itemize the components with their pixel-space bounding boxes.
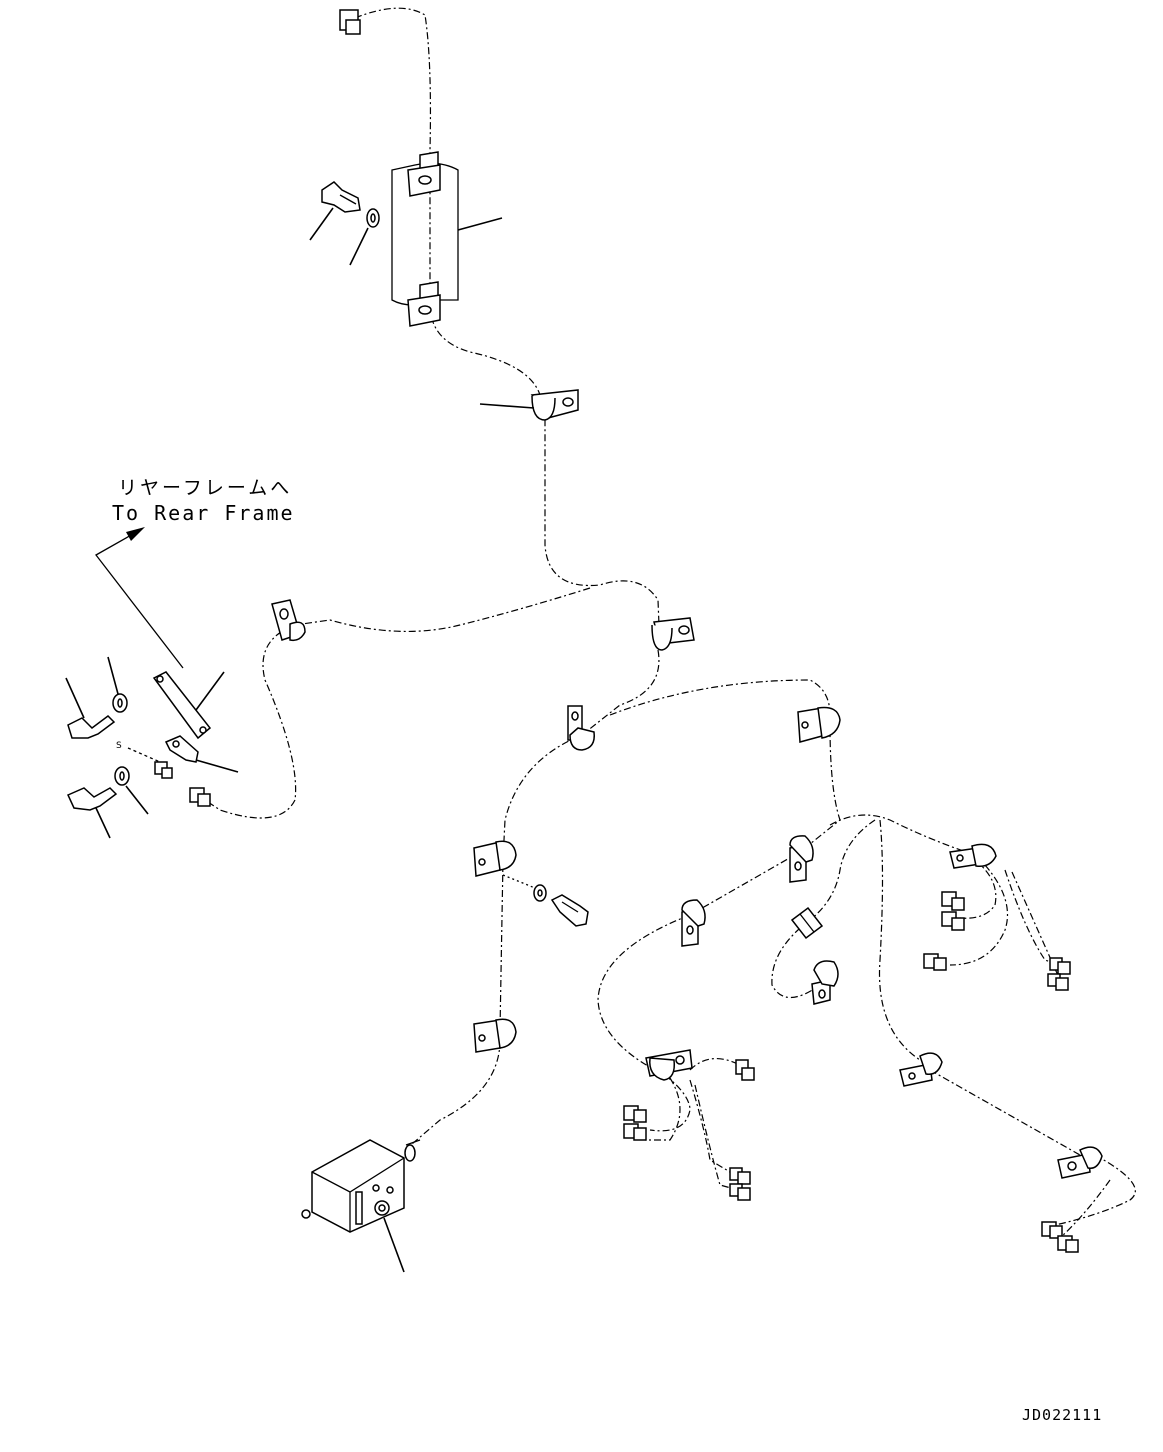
connector-icon: [941, 911, 965, 931]
bolt-icon: [65, 677, 116, 739]
connector-icon: [1047, 973, 1069, 991]
connector-icon: [189, 787, 211, 807]
small-mark: S: [116, 741, 122, 751]
connector-icon: [339, 9, 361, 35]
sensor-box-icon: [301, 1139, 421, 1273]
clamp-icon: [790, 906, 824, 940]
washer-icon: [533, 884, 547, 902]
clamp-icon: [407, 151, 441, 197]
connector-icon: [1041, 1221, 1063, 1239]
connector-icon: [1049, 957, 1071, 975]
bolt-icon: [66, 787, 118, 839]
arrow-icon: [95, 527, 184, 669]
connector-icon: [923, 953, 947, 971]
bolt-icon: [550, 894, 589, 927]
clamp-icon: [899, 1052, 943, 1087]
clamp-icon: [645, 1049, 693, 1081]
bolt-icon: [309, 181, 361, 241]
drawing-code: JD022111: [1022, 1406, 1102, 1424]
clamp-icon: [567, 705, 595, 751]
washer-icon: [114, 766, 149, 815]
clamp-icon: [797, 706, 841, 743]
bracket-icon: [164, 735, 239, 773]
note-rear-frame: リヤーフレームへ To Rear Frame: [95, 477, 295, 669]
clamp-icon: [789, 835, 814, 883]
connector-icon: [623, 1123, 647, 1141]
bracket-icon: [152, 671, 225, 740]
connector-icon: [729, 1167, 751, 1185]
clamp-icon: [681, 899, 706, 947]
connector-icon: [941, 891, 965, 911]
connector-icon: [1057, 1235, 1079, 1253]
clamp-icon: [949, 843, 997, 869]
connector-icon: [623, 1105, 647, 1123]
clamp-icon: [473, 1018, 517, 1053]
clamp-icon: [271, 599, 306, 642]
clamp-icon: [1057, 1146, 1103, 1179]
note-jp-label: リヤーフレームへ: [118, 477, 292, 499]
washer-icon: [349, 208, 380, 266]
clamp-icon: [473, 840, 517, 877]
clamp-icon: [651, 617, 695, 651]
connector-icon: [154, 761, 173, 779]
clamp-icon: [811, 960, 839, 1005]
note-en-label: To Rear Frame: [112, 501, 295, 525]
clamp-icon: [479, 389, 579, 421]
clamp-icon: [407, 281, 441, 327]
washer-icon: [107, 656, 128, 713]
connector-icon: [729, 1183, 751, 1201]
connector-icon: [735, 1059, 755, 1081]
